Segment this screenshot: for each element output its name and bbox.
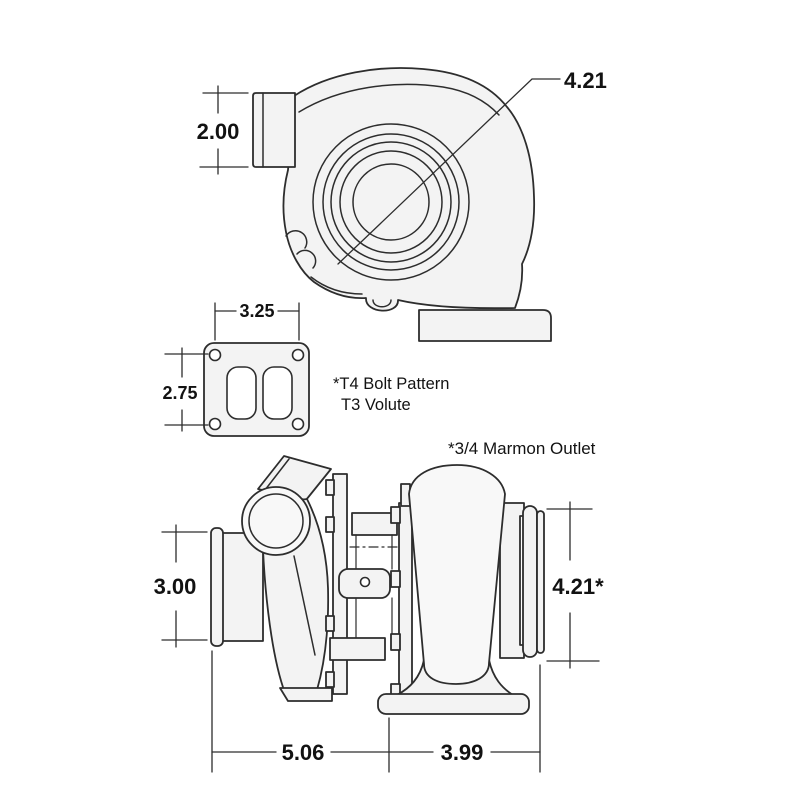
compressor-cover-edge xyxy=(293,555,316,656)
bolt-hole xyxy=(208,417,222,431)
volute-inner-contour-top xyxy=(298,83,500,116)
dim-label-volute-face: 4.21 xyxy=(564,68,607,93)
flange-note-line2: T3 Volute xyxy=(341,396,411,414)
bolt-head xyxy=(390,633,401,651)
bracket-hole xyxy=(359,576,371,588)
dim-label-flange-height: 2.75 xyxy=(162,383,197,403)
dim-label-inlet-width: 2.00 xyxy=(197,119,240,144)
inducer-circle xyxy=(339,150,443,254)
wastegate-boss-arc xyxy=(296,249,317,269)
leader-line xyxy=(337,78,561,265)
discharge-flange-foot xyxy=(418,309,552,342)
inducer-circle xyxy=(312,123,470,281)
housing-front-view xyxy=(252,67,552,342)
dim-inlet-width: 2.00 xyxy=(197,85,249,175)
marmon-outlet-note: *3/4 Marmon Outlet xyxy=(448,439,596,458)
turbine-outlet-foot xyxy=(377,693,530,715)
compressor-cover-foot xyxy=(279,687,333,702)
dim-inlet-od: 3.00 xyxy=(154,524,208,648)
dim-flange-height: 2.75 xyxy=(162,347,209,432)
dim-label-length-compressor: 5.06 xyxy=(282,740,325,765)
dim-turbine-od: 4.21* xyxy=(546,501,604,669)
bottom-tab-detail xyxy=(372,299,392,308)
dim-lengths: 5.06 3.99 xyxy=(211,650,541,773)
bolt-head xyxy=(390,506,401,524)
bolt-hole xyxy=(291,348,305,362)
dim-volute-face: 4.21 xyxy=(337,68,607,265)
bolt-head xyxy=(325,615,335,632)
bolt-head xyxy=(390,570,401,588)
oil-drain-flange xyxy=(329,637,386,661)
compressor-inlet-lip xyxy=(210,527,224,647)
inducer-circle xyxy=(330,141,452,263)
inducer-circle xyxy=(352,163,430,241)
turbo-side-view xyxy=(210,455,545,715)
volute-inner-contour-bottom xyxy=(310,276,363,295)
wastegate-boss-arc xyxy=(285,230,308,249)
volute-housing-body xyxy=(282,67,536,312)
chra-structure-lines xyxy=(355,534,393,639)
dim-label-length-turbine: 3.99 xyxy=(441,740,484,765)
dim-flange-width: 3.25 xyxy=(214,301,300,341)
dim-label-inlet-od: 3.00 xyxy=(154,574,197,599)
turbine-housing-barrel xyxy=(408,464,506,685)
t4-flange-view xyxy=(203,342,310,437)
inlet-bore-inner xyxy=(248,493,304,549)
inlet-bore-ring xyxy=(241,486,311,556)
turbine-inlet-flange xyxy=(398,502,413,704)
inducer-circle xyxy=(322,133,460,271)
dim-label-flange-width: 3.25 xyxy=(239,301,274,321)
v-band-ring-inner xyxy=(536,510,545,654)
flange-note-line1: *T4 Bolt Pattern xyxy=(333,375,449,393)
marmon-outlet-tube xyxy=(499,502,525,659)
v-band-ring-outer xyxy=(522,505,538,658)
oil-inlet-flange xyxy=(351,512,398,536)
bolt-head xyxy=(325,671,335,688)
exhaust-port xyxy=(262,366,293,420)
exhaust-port xyxy=(226,366,257,420)
bolt-hole xyxy=(291,417,305,431)
bolt-head xyxy=(325,516,335,533)
mounting-tab-edge xyxy=(264,458,290,491)
inlet-stub xyxy=(252,92,296,168)
bolt-head xyxy=(325,479,335,496)
dim-label-turbine-od: 4.21* xyxy=(552,574,604,599)
bolt-hole xyxy=(208,348,222,362)
